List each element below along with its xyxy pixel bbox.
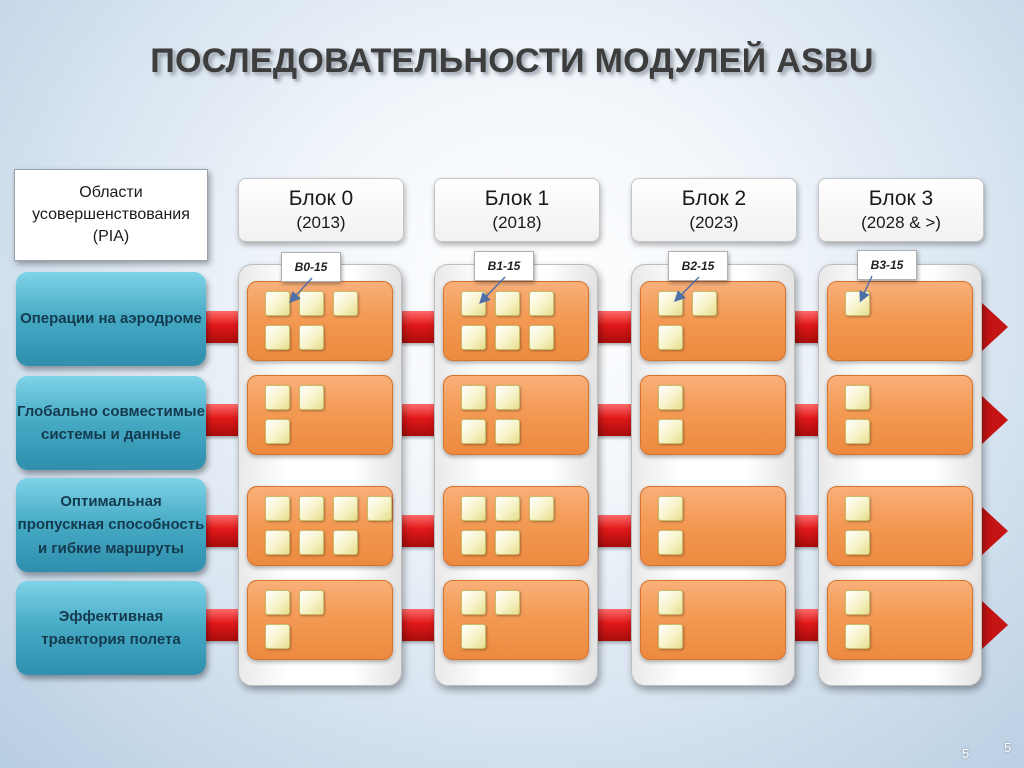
module-square <box>658 419 683 444</box>
pia-header-box: Области усовершенствования (PIA) <box>14 169 208 261</box>
module-square <box>495 590 520 615</box>
module-callout-label: B3-15 <box>870 258 904 272</box>
module-square <box>845 624 870 649</box>
module-square <box>265 419 290 444</box>
block-name: Блок 0 <box>288 187 354 210</box>
pia-area-label: Глобально совместимые системы и данные <box>17 402 205 444</box>
module-square <box>333 291 358 316</box>
page-number-corner: 5 <box>1004 740 1012 755</box>
module-square <box>845 496 870 521</box>
module-square <box>299 291 324 316</box>
module-square <box>845 291 870 316</box>
module-square <box>299 496 324 521</box>
module-square <box>461 530 486 555</box>
block-year: (2013) <box>296 213 346 232</box>
module-callout-label: B1-15 <box>487 259 521 273</box>
module-callout-2: B2-15 <box>668 251 728 281</box>
module-callout-0: B0-15 <box>281 252 341 282</box>
arrow-head-3 <box>982 507 1008 555</box>
pia-area-1: Операции на аэродроме <box>16 272 206 366</box>
page-number: 5 <box>962 746 970 761</box>
block-year: (2028 & >) <box>861 213 941 232</box>
block-header-1: Блок 1 (2018) <box>434 178 600 242</box>
block-name: Блок 1 <box>484 187 550 210</box>
pia-area-2: Глобально совместимые системы и данные <box>16 376 206 470</box>
module-square <box>265 496 290 521</box>
module-square <box>265 291 290 316</box>
module-square <box>265 530 290 555</box>
module-square <box>529 496 554 521</box>
module-square <box>299 590 324 615</box>
module-square <box>299 325 324 350</box>
arrow-head-4 <box>982 601 1008 649</box>
arrow-head-1 <box>982 303 1008 351</box>
module-square <box>461 624 486 649</box>
module-square <box>461 385 486 410</box>
block-name: Блок 2 <box>681 187 747 210</box>
module-square <box>845 590 870 615</box>
module-square <box>692 291 717 316</box>
block-name: Блок 3 <box>868 187 934 210</box>
module-square <box>845 385 870 410</box>
module-square <box>845 530 870 555</box>
module-square <box>333 496 358 521</box>
module-callout-1: B1-15 <box>474 251 534 281</box>
module-square <box>658 590 683 615</box>
module-square <box>461 291 486 316</box>
pia-area-label: Операции на аэродроме <box>20 310 202 328</box>
module-square <box>658 530 683 555</box>
block-year: (2023) <box>689 213 739 232</box>
module-square <box>658 624 683 649</box>
module-callout-label: B2-15 <box>681 259 715 273</box>
pia-area-3: Оптимальная пропускная способность и гиб… <box>16 478 206 572</box>
block-header-3: Блок 3 (2028 & >) <box>818 178 984 242</box>
module-square <box>333 530 358 555</box>
module-square <box>658 385 683 410</box>
module-square <box>265 325 290 350</box>
module-square <box>658 325 683 350</box>
module-callout-label: B0-15 <box>294 260 328 274</box>
module-square <box>265 590 290 615</box>
block-header-2: Блок 2 (2023) <box>631 178 797 242</box>
module-square <box>495 419 520 444</box>
module-square <box>461 325 486 350</box>
module-square <box>495 385 520 410</box>
module-square <box>299 385 324 410</box>
block-header-0: Блок 0 (2013) <box>238 178 404 242</box>
module-square <box>265 624 290 649</box>
module-square <box>299 530 324 555</box>
block-year: (2018) <box>492 213 542 232</box>
module-square <box>495 325 520 350</box>
module-square <box>658 496 683 521</box>
module-square <box>265 385 290 410</box>
module-square <box>495 496 520 521</box>
module-square <box>529 291 554 316</box>
module-square <box>495 291 520 316</box>
pia-area-4: Эффективная траектория полета <box>16 581 206 675</box>
module-square <box>658 291 683 316</box>
pia-area-label: Эффективная траектория полета <box>41 607 181 649</box>
module-square <box>367 496 392 521</box>
pia-area-label: Оптимальная пропускная способность и гиб… <box>17 492 205 557</box>
module-square <box>845 419 870 444</box>
module-square <box>461 496 486 521</box>
module-square <box>529 325 554 350</box>
arrow-head-2 <box>982 396 1008 444</box>
module-callout-3: B3-15 <box>857 250 917 280</box>
slide-title: ПОСЛЕДОВАТЕЛЬНОСТИ МОДУЛЕЙ ASBU <box>150 42 874 80</box>
module-square <box>461 590 486 615</box>
module-square <box>461 419 486 444</box>
module-square <box>495 530 520 555</box>
pia-header-label: Области усовершенствования (PIA) <box>32 184 190 245</box>
